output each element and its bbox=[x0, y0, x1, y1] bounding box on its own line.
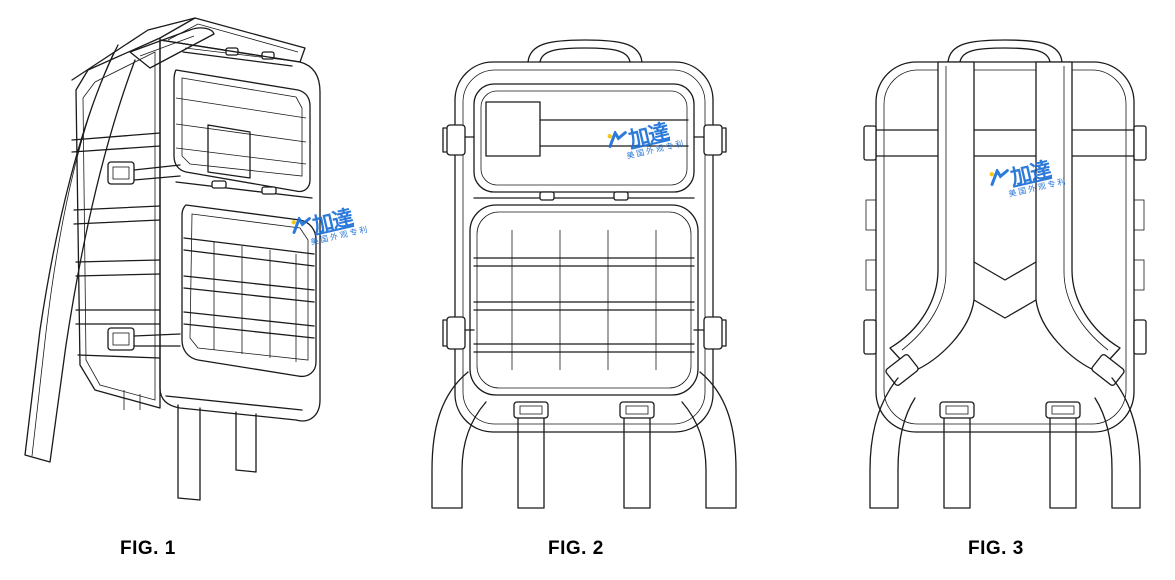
watermark-fig2: 加達 美国外观专利 bbox=[605, 114, 690, 171]
fig3-backpack-rear bbox=[863, 39, 1147, 509]
watermark-logo-icon bbox=[989, 167, 1009, 186]
fig3-caption: FIG. 3 bbox=[968, 538, 1024, 559]
fig2-caption: FIG. 2 bbox=[548, 538, 604, 559]
watermark-fig3: 加達 美国外观专利 bbox=[987, 152, 1072, 209]
fig1-caption: FIG. 1 bbox=[120, 538, 176, 559]
watermark-logo-icon bbox=[607, 129, 627, 148]
fig2-backpack-front bbox=[431, 39, 737, 509]
fig1-backpack-perspective bbox=[24, 17, 321, 501]
watermark-fig1: 加達 美国外观专利 bbox=[289, 200, 374, 257]
watermark-logo-icon bbox=[291, 215, 311, 234]
